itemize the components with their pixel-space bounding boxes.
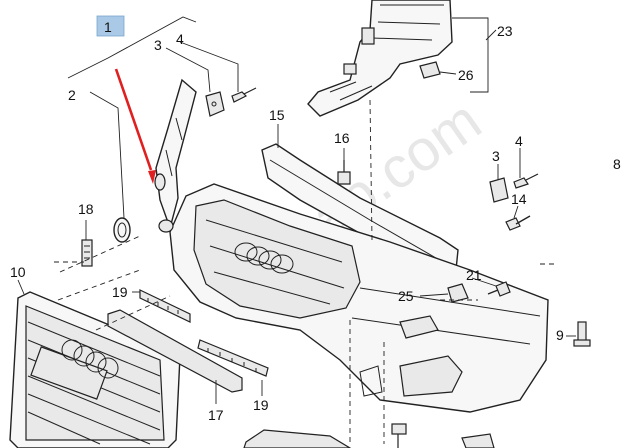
- part-14-screw[interactable]: [505, 215, 531, 231]
- callout-25[interactable]: 25: [398, 288, 414, 304]
- part-2-grommet[interactable]: [113, 217, 131, 243]
- part-3-bracket-left[interactable]: [205, 91, 225, 117]
- callout-15[interactable]: 15: [269, 107, 285, 123]
- bracket-23-line: [452, 17, 489, 93]
- callout-4-right[interactable]: 4: [515, 133, 523, 149]
- lower-screw[interactable]: [391, 423, 407, 448]
- callout-3-right[interactable]: 3: [492, 148, 500, 164]
- callout-21[interactable]: 21: [466, 267, 482, 283]
- callout-10[interactable]: 10: [10, 264, 26, 280]
- callout-19-lower[interactable]: 19: [253, 397, 269, 413]
- part-19-trim-upper[interactable]: [139, 289, 191, 323]
- part-4-screw-left[interactable]: [231, 87, 257, 103]
- callout-8[interactable]: 8: [613, 156, 621, 172]
- callout-9[interactable]: 9: [556, 327, 564, 343]
- callout-23[interactable]: 23: [497, 23, 513, 39]
- callout-16[interactable]: 16: [334, 130, 350, 146]
- lower-clip-right[interactable]: [461, 433, 495, 448]
- leaders-3-4-left: [165, 41, 239, 93]
- callout-17[interactable]: 17: [208, 407, 224, 423]
- part-2-side-bracket[interactable]: [154, 78, 197, 231]
- leader-23: [485, 29, 497, 41]
- leader-26: [439, 71, 457, 75]
- part-4-screw-right[interactable]: [513, 173, 539, 189]
- part-23-bracket[interactable]: [307, 0, 453, 117]
- callout-14[interactable]: 14: [511, 191, 527, 207]
- leader-21: [471, 277, 497, 287]
- red-arrow-line: [114, 68, 153, 171]
- part-26-clip[interactable]: [419, 61, 441, 79]
- leader-25: [419, 293, 449, 297]
- part-1-bumper-cover[interactable]: [158, 183, 549, 413]
- callout-3-left[interactable]: 3: [154, 37, 162, 53]
- callout-19-upper[interactable]: 19: [112, 284, 128, 300]
- leader-2: [89, 91, 125, 219]
- red-arrow-head: [148, 170, 156, 184]
- leader-14: [513, 205, 519, 219]
- callout-2[interactable]: 2: [68, 87, 76, 103]
- leaders-3-4-right: [497, 148, 521, 180]
- part-19-trim-lower[interactable]: [197, 339, 269, 377]
- callout-4-left[interactable]: 4: [176, 31, 184, 47]
- part-25-clip[interactable]: [447, 283, 469, 303]
- callout-1[interactable]: 1: [104, 19, 112, 35]
- part-9-bolt[interactable]: [573, 321, 591, 347]
- part-17-trim-strip[interactable]: [107, 309, 243, 393]
- lower-grille-partial[interactable]: [243, 429, 352, 448]
- callout-26[interactable]: 26: [458, 67, 474, 83]
- callout-18[interactable]: 18: [78, 201, 94, 217]
- callout-1-highlight[interactable]: [96, 15, 125, 37]
- part-10-grille[interactable]: [9, 291, 181, 448]
- callout-1-bracket: [67, 16, 197, 79]
- part-3-bracket-right[interactable]: [489, 177, 509, 203]
- part-18-clip[interactable]: [81, 239, 93, 267]
- leader-10: [17, 279, 25, 295]
- part-21-bolt[interactable]: [487, 281, 511, 297]
